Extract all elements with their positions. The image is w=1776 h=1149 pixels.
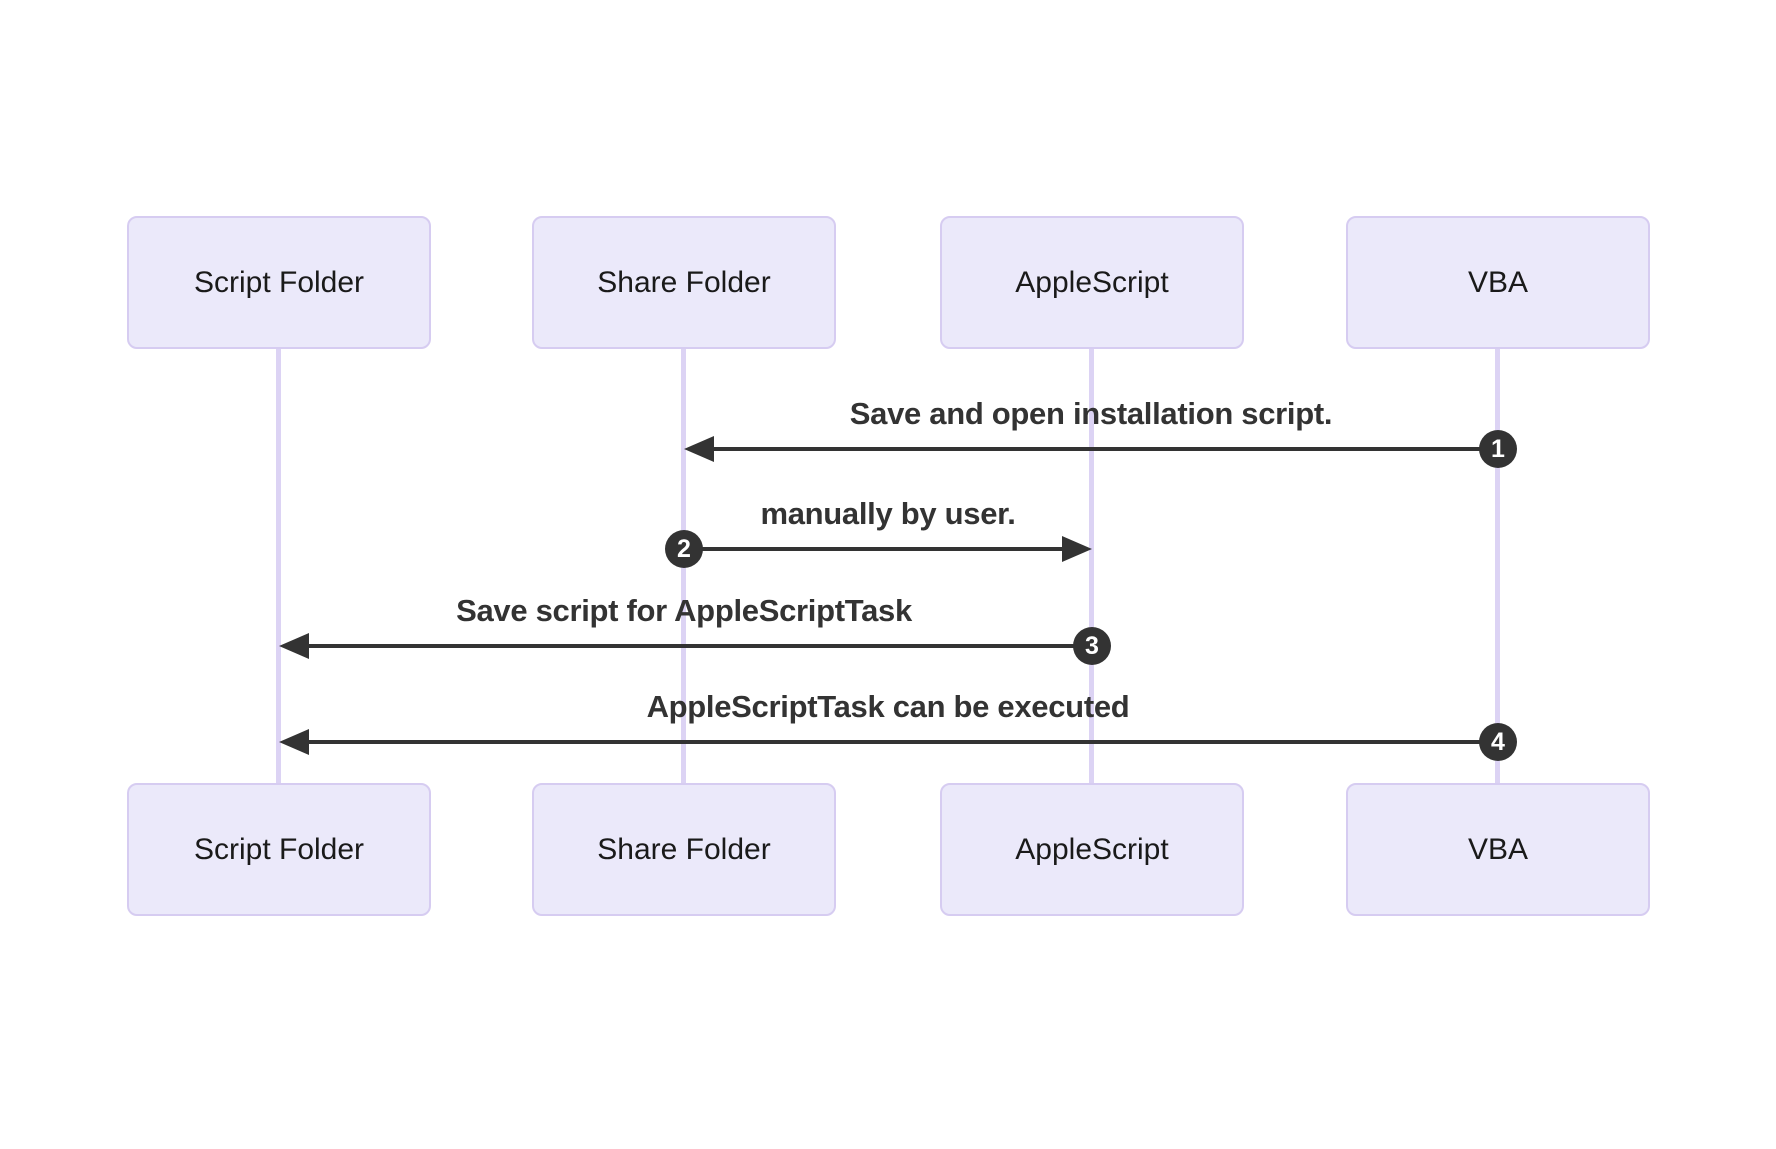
actor-label-script-folder-bottom: Script Folder [193,832,365,866]
arrowhead-left-icon [279,633,309,659]
sequence-number-2: 2 [665,530,703,568]
actor-box-share-folder-top: Share Folder [532,216,836,349]
actor-box-script-folder-top: Script Folder [127,216,431,349]
actor-label-script-folder-top: Script Folder [193,265,365,299]
arrowhead-left-icon [279,729,309,755]
actor-box-vba-top: VBA [1346,216,1650,349]
message-arrow-2 [684,547,1066,551]
sequence-number-4: 4 [1479,723,1517,761]
actor-label-share-folder-bottom: Share Folder [597,832,771,866]
lifeline-applescript [1089,349,1094,783]
actor-label-share-folder-top: Share Folder [597,265,771,299]
actor-label-vba-top: VBA [1467,265,1529,299]
actor-label-vba-bottom: VBA [1467,832,1529,866]
message-label-1: Save and open installation script. [849,396,1333,431]
message-label-2: manually by user. [760,496,1016,531]
actor-box-applescript-top: AppleScript [940,216,1244,349]
sequence-number-3: 3 [1073,627,1111,665]
lifeline-vba [1495,349,1500,783]
actor-box-vba-bottom: VBA [1346,783,1650,916]
message-label-3: Save script for AppleScriptTask [456,593,912,628]
actor-label-applescript-bottom: AppleScript [1015,832,1169,866]
message-arrow-1 [698,447,1498,451]
arrowhead-left-icon [684,436,714,462]
message-arrow-4 [293,740,1498,744]
arrowhead-right-icon [1062,536,1092,562]
message-label-4: AppleScriptTask can be executed [646,689,1130,724]
actor-box-applescript-bottom: AppleScript [940,783,1244,916]
actor-box-share-folder-bottom: Share Folder [532,783,836,916]
actor-box-script-folder-bottom: Script Folder [127,783,431,916]
message-arrow-3 [293,644,1092,648]
sequence-number-1: 1 [1479,430,1517,468]
actor-label-applescript-top: AppleScript [1015,265,1169,299]
lifeline-script-folder [276,349,281,783]
